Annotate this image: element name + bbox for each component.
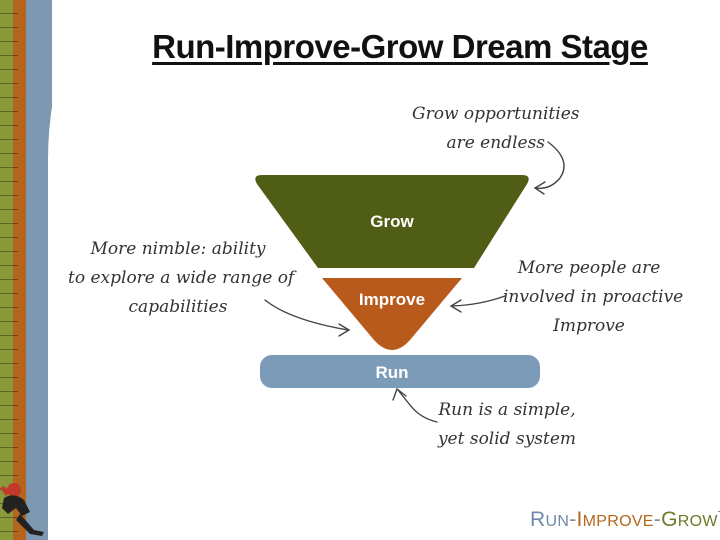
- grow-stage-label: Grow: [370, 212, 414, 231]
- nimble-annotation: More nimble: ability to explore a wide r…: [68, 235, 295, 322]
- people-annotation-line-1: More people are: [517, 258, 661, 278]
- logo-grow-rest: ROW: [677, 513, 718, 530]
- nimble-annotation-arrow: [264, 299, 349, 331]
- improve-stage-shape: [322, 278, 462, 350]
- logo-trademark: TM: [718, 510, 720, 521]
- people-annotation-line-2: involved in proactive: [503, 287, 684, 307]
- grow-annotation-line-2: are endless: [446, 133, 546, 153]
- people-annotation-arrowhead: [449, 299, 462, 313]
- logo-run-initial: R: [530, 508, 546, 531]
- grow-annotation-line-1: Grow opportunities: [412, 104, 580, 124]
- improve-stage-label: Improve: [359, 290, 425, 309]
- ruler-band-blue: [26, 0, 52, 540]
- grow-stage-shape: [255, 175, 529, 268]
- logo-dash-2: -: [653, 508, 662, 531]
- logo-improve-initial: I: [576, 508, 583, 531]
- grow-annotation-arrow: [535, 141, 565, 189]
- grow-annotation: Grow opportunities are endless: [412, 100, 579, 158]
- logo-run: RUN: [530, 508, 569, 531]
- people-annotation-line-3: Improve: [553, 316, 625, 336]
- run-improve-grow-logo: RUN-IMPROVE-GROWTM: [530, 508, 720, 532]
- logo-dash-1: -: [569, 508, 577, 531]
- logo-grow-initial: G: [661, 508, 678, 531]
- people-annotation: More people are involved in proactive Im…: [503, 254, 684, 341]
- run-annotation-line-2: yet solid system: [437, 429, 577, 449]
- left-ruler-strip: [0, 0, 52, 540]
- ruler-ticks-secondary: [13, 0, 18, 540]
- ruler-ticks: [0, 0, 13, 540]
- run-annotation-arrowhead: [392, 387, 407, 401]
- slide-page: [48, 0, 720, 540]
- logo-grow: GROW: [661, 508, 718, 531]
- run-annotation: Run is a simple, yet solid system: [432, 396, 582, 454]
- run-annotation-arrow: [397, 389, 438, 423]
- run-annotation-line-1: Run is a simple,: [438, 400, 576, 420]
- grow-annotation-arrowhead: [533, 181, 546, 195]
- runner-figure-icon: [0, 483, 44, 536]
- logo-improve: IMPROVE: [576, 508, 653, 531]
- nimble-annotation-line-2: to explore a wide range of: [68, 268, 295, 288]
- logo-run-rest: UN: [545, 513, 570, 530]
- slide-title: Run-Improve-Grow Dream Stage: [152, 28, 648, 65]
- nimble-annotation-line-1: More nimble: ability: [90, 239, 266, 259]
- logo-improve-rest: MPROVE: [582, 513, 654, 530]
- run-stage-shape: [260, 355, 540, 388]
- nimble-annotation-line-3: capabilities: [128, 297, 228, 317]
- people-annotation-arrow: [451, 295, 506, 307]
- nimble-annotation-arrowhead: [338, 323, 351, 337]
- run-stage-label: Run: [375, 363, 408, 382]
